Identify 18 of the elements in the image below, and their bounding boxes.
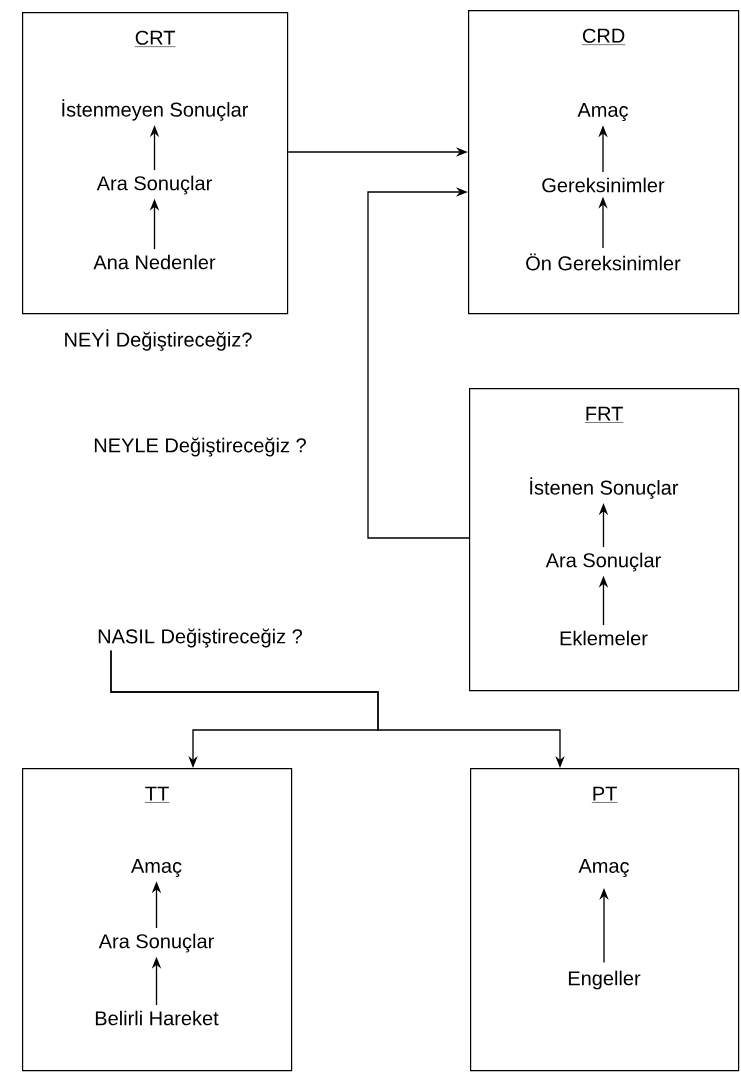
tree-item: Ana Nedenler — [93, 254, 216, 270]
arrow — [367, 187, 470, 539]
tree-item: İstenmeyen Sonuçlar — [62, 99, 249, 121]
tree-item: Amaç — [577, 103, 629, 121]
tree-item: Ara Sonuçlar — [98, 933, 214, 953]
tree-item: Engeller — [568, 970, 641, 990]
question-text: NEYİ Değiştireceğiz? — [65, 329, 252, 351]
tree-item: Amaç — [578, 859, 630, 877]
tree-item: Belirli Hareket — [95, 1010, 219, 1026]
tree-item: Gereksinimler — [542, 177, 665, 193]
question-text: NEYLE Değiştireceğiz ? — [94, 437, 306, 457]
tree-item: İstenen Sonuçlar — [530, 477, 679, 499]
tree-item: Ara Sonuçlar — [545, 552, 661, 572]
tree-item: Eklemeler — [560, 630, 648, 646]
question-text: NASIL Değiştireceğiz ? — [98, 628, 303, 648]
tree-item: Amaç — [131, 859, 182, 877]
tree-item: Ön Gereksinimler — [526, 253, 681, 271]
tree-item: Ara Sonuçlar — [96, 175, 212, 195]
